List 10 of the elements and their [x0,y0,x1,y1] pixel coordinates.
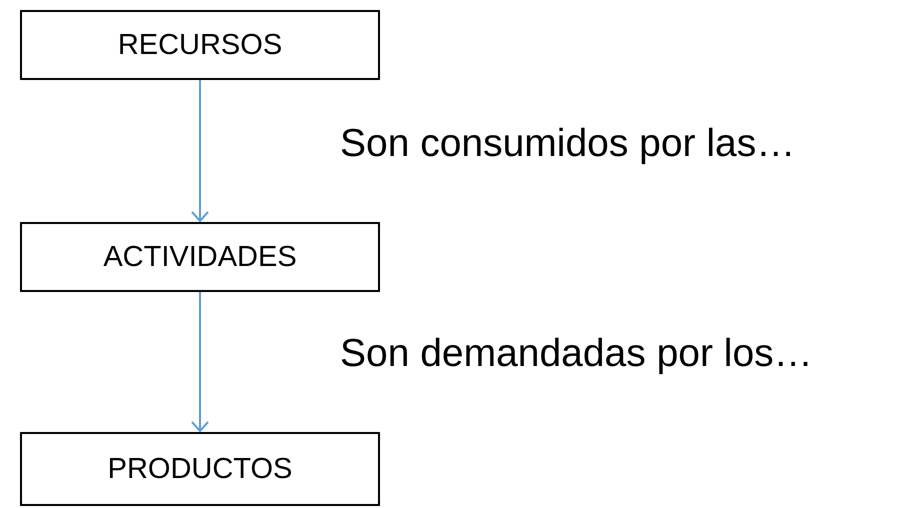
edge-label: Son consumidos por las… [340,122,796,166]
box-label: ACTIVIDADES [103,240,297,274]
arrow [191,80,209,222]
process-box [20,222,380,292]
process-box [20,432,380,506]
box-label: RECURSOS [118,28,282,62]
box-label: PRODUCTOS [108,452,292,486]
process-box [20,10,380,80]
arrow [191,292,209,432]
edge-label: Son demandadas por los… [340,332,813,376]
